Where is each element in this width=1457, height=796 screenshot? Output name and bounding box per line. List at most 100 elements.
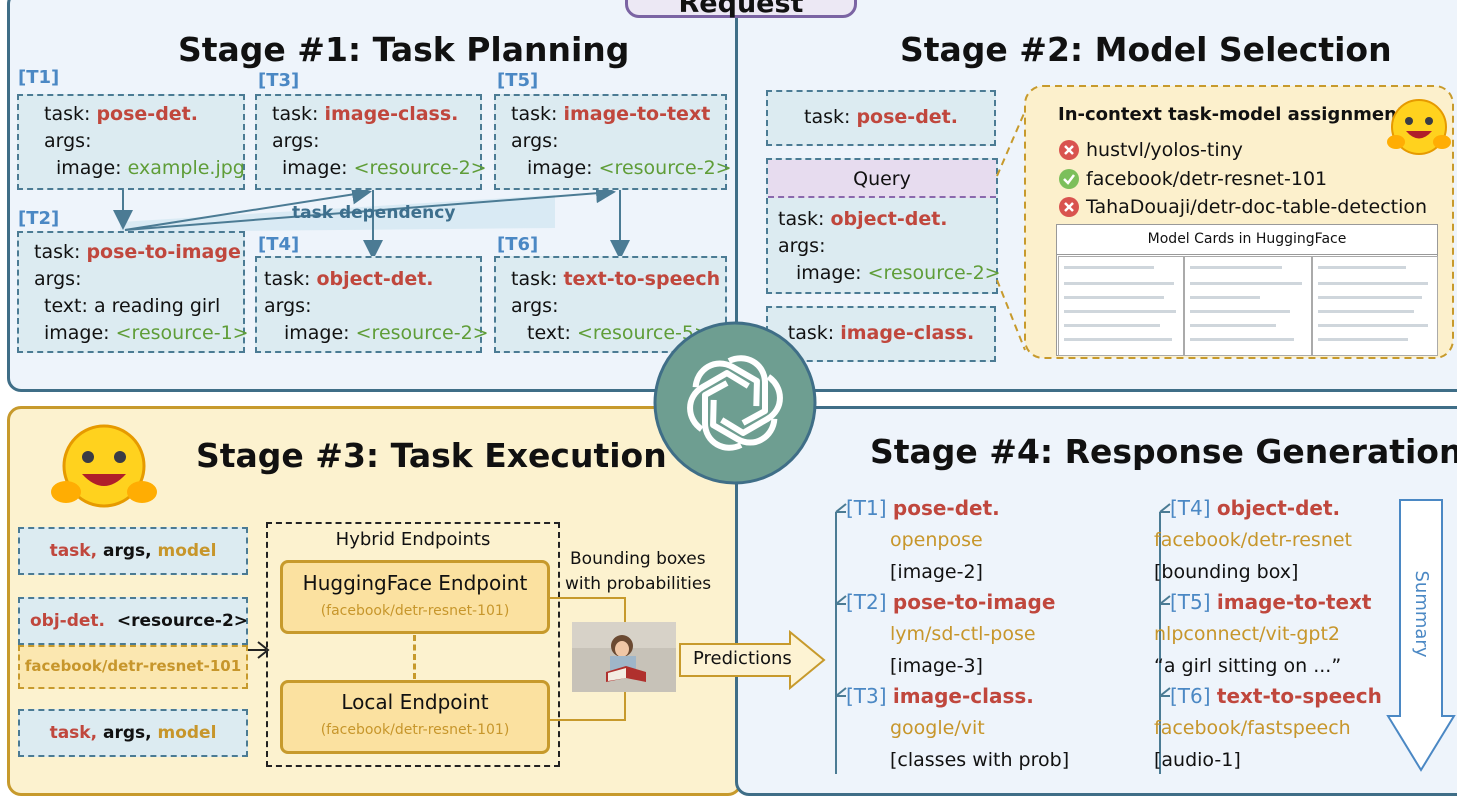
t2-task-name: pose-to-image bbox=[86, 241, 241, 263]
hf-endpoint-label: HuggingFace Endpoint bbox=[302, 571, 528, 595]
card-line bbox=[1190, 338, 1294, 341]
bbox-label-1: Bounding boxes bbox=[570, 549, 706, 569]
result-t4-model: facebook/detr-resnet bbox=[1154, 529, 1352, 551]
s3-row2-box bbox=[18, 597, 248, 645]
t4-label: [T4] bbox=[258, 234, 300, 255]
t2-arg-image: image: <resource-1> bbox=[44, 322, 249, 344]
s3-row1-box bbox=[18, 527, 248, 575]
model-cards-divider bbox=[1056, 254, 1438, 255]
card-line bbox=[1064, 282, 1174, 285]
predictions-arrow bbox=[679, 630, 826, 690]
card-line bbox=[1064, 266, 1154, 269]
stage1-title: Stage #1: Task Planning bbox=[178, 30, 630, 69]
s2-query-header bbox=[768, 160, 996, 198]
card-line bbox=[1190, 324, 1276, 327]
local-endpoint-box bbox=[280, 680, 550, 754]
summary-label: Summary bbox=[1411, 570, 1432, 658]
s3-row3-task: task, bbox=[49, 723, 98, 743]
model-1: hustvl/yolos-tiny bbox=[1086, 139, 1243, 161]
result-t2-output: [image-3] bbox=[890, 655, 983, 677]
s2-query-task-key: task: bbox=[778, 208, 825, 230]
card-line bbox=[1318, 310, 1414, 313]
result-t5-id: [T5] bbox=[1170, 590, 1211, 614]
result-t1-output: [image-2] bbox=[890, 561, 983, 583]
card-line bbox=[1318, 324, 1428, 327]
t3-arg: image: <resource-2> bbox=[282, 157, 487, 179]
card-line bbox=[1064, 338, 1172, 341]
t1-label: [T1] bbox=[18, 67, 60, 88]
t4-arg: image: <resource-2> bbox=[284, 322, 489, 344]
t4-task-name: object-det. bbox=[316, 268, 434, 290]
result-t3-output: [classes with prob] bbox=[890, 749, 1070, 771]
openai-logo-icon bbox=[653, 321, 817, 485]
card-line bbox=[1318, 266, 1406, 269]
card-line bbox=[1064, 296, 1164, 299]
hf-endpoint-model: (facebook/detr-resnet-101) bbox=[320, 603, 510, 619]
request-tab bbox=[625, 0, 857, 18]
stage4-panel bbox=[735, 406, 1457, 796]
s3-row1: task, args, model bbox=[18, 541, 248, 561]
s3-row3: task, args, model bbox=[18, 723, 248, 743]
result-t2-head: [T2] pose-to-image bbox=[846, 590, 1055, 614]
request-label: Request bbox=[678, 0, 804, 19]
t4-box bbox=[255, 256, 482, 353]
s2-task-box-1 bbox=[766, 90, 996, 146]
result-t5-head: [T5] image-to-text bbox=[1170, 590, 1371, 614]
s3-row1-args: args, bbox=[102, 541, 152, 561]
result-t1-task: pose-det. bbox=[892, 496, 1000, 520]
hybrid-endpoints-title: Hybrid Endpoints bbox=[335, 529, 491, 550]
x-mark-icon bbox=[1059, 197, 1079, 217]
s3-row2-task: obj-det. bbox=[30, 611, 106, 631]
result-t2-id: [T2] bbox=[846, 590, 887, 614]
girl-reading-photo bbox=[572, 622, 676, 692]
t2-arg-text-val: a reading girl bbox=[93, 295, 221, 317]
summary-arrow bbox=[1386, 499, 1456, 772]
t3-task: task: image-class. bbox=[272, 103, 458, 125]
s2-task-1-name: pose-det. bbox=[856, 106, 958, 128]
result-t5-model: nlpconnect/vit-gpt2 bbox=[1154, 623, 1341, 645]
s2-task-3-name: image-class. bbox=[840, 322, 975, 344]
t1-task-name: pose-det. bbox=[96, 103, 198, 125]
t2-args: args: bbox=[34, 268, 82, 290]
model-card-3 bbox=[1312, 256, 1438, 356]
hf-endpoint-box bbox=[280, 560, 550, 634]
t4-args: args: bbox=[264, 295, 312, 317]
t6-task-name: text-to-speech bbox=[563, 268, 721, 290]
model-card-2 bbox=[1184, 256, 1312, 356]
s2-query-arg-val: <resource-2> bbox=[867, 262, 1001, 284]
card-line bbox=[1318, 338, 1408, 341]
result-t3-task: image-class. bbox=[892, 684, 1034, 708]
result-t4-head: [T4] object-det. bbox=[1170, 496, 1340, 520]
result-t4-id: [T4] bbox=[1170, 496, 1211, 520]
t6-task-key: task: bbox=[511, 268, 558, 290]
t1-task-key: task: bbox=[44, 103, 91, 125]
stage4-title: Stage #4: Response Generation bbox=[870, 432, 1457, 471]
result-t3-head: [T3] image-class. bbox=[846, 684, 1034, 708]
t2-arg2-key: image: bbox=[44, 322, 110, 344]
result-t4-task: object-det. bbox=[1216, 496, 1341, 520]
card-line bbox=[1064, 324, 1160, 327]
hugging-face-emoji-icon bbox=[51, 424, 157, 508]
s3-row1-task: task, bbox=[49, 541, 98, 561]
result-t6-id: [T6] bbox=[1170, 684, 1211, 708]
t4-arg-val: <resource-2> bbox=[355, 322, 489, 344]
t2-label: [T2] bbox=[18, 208, 60, 229]
s3-row2-model-box bbox=[18, 645, 248, 689]
result-t1-model: openpose bbox=[890, 529, 983, 551]
t3-label: [T3] bbox=[258, 70, 300, 91]
s3-row2-model: facebook/detr-resnet-101 bbox=[24, 657, 242, 675]
t3-arg-key: image: bbox=[282, 157, 348, 179]
t1-box bbox=[17, 94, 245, 190]
t3-task-key: task: bbox=[272, 103, 319, 125]
result-t1-id: [T1] bbox=[846, 496, 887, 520]
t6-arg-key: text: bbox=[527, 322, 571, 344]
s3-row1-model: model bbox=[157, 541, 217, 561]
t6-arg-val: <resource-5> bbox=[576, 322, 710, 344]
t1-arg-val: example.jpg bbox=[127, 157, 245, 179]
model-card-1 bbox=[1058, 256, 1184, 356]
t3-arg-val: <resource-2> bbox=[353, 157, 487, 179]
result-t4-output: [bounding box] bbox=[1154, 561, 1299, 583]
t2-task: task: pose-to-image bbox=[34, 241, 241, 263]
t4-task: task: object-det. bbox=[264, 268, 434, 290]
s3-row3-model: model bbox=[157, 723, 217, 743]
